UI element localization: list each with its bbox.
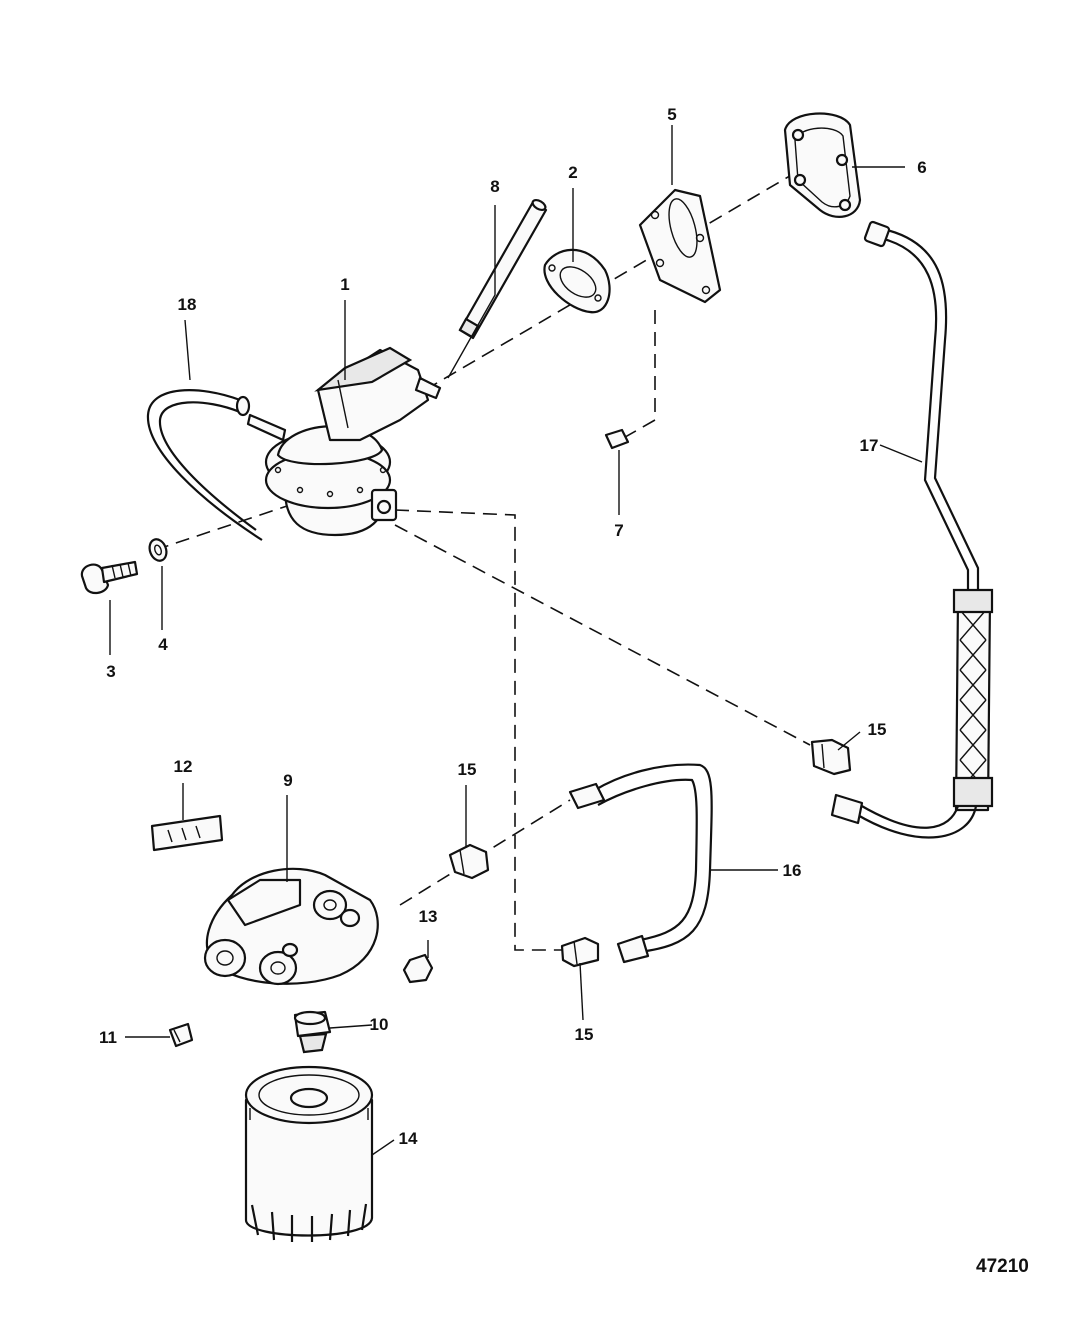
callout-16: 16: [783, 861, 802, 880]
callout-12: 12: [174, 757, 193, 776]
screw-11: [168, 1022, 194, 1048]
fuel-filter-14: [244, 1065, 374, 1242]
callout-5: 5: [667, 105, 676, 124]
adapter-10: [293, 1010, 332, 1054]
bolt-3: [80, 560, 139, 595]
tag-plate-12: [150, 814, 224, 852]
callout-4: 4: [158, 635, 168, 654]
plug-13: [402, 953, 434, 984]
fuel-pump-1: [246, 346, 442, 537]
callout-15-right: 15: [868, 720, 887, 739]
callouts: 1 2 3 4 5 6 7 8 9 10 11 12 13 14 15 15 1…: [99, 105, 1029, 1277]
plate-5: [638, 188, 722, 304]
washer-4: [148, 538, 168, 562]
callout-15-bottom: 15: [575, 1025, 594, 1044]
callout-6: 6: [917, 158, 926, 177]
callout-18: 18: [178, 295, 197, 314]
figure-number: 47210: [976, 1256, 1029, 1277]
screw-7: [604, 428, 630, 450]
fitting-15-middle: [448, 843, 490, 880]
tube-16: [568, 763, 713, 964]
hose-18: [146, 389, 263, 541]
callout-3: 3: [106, 662, 115, 681]
leader-lines: [109, 125, 923, 1156]
callout-14: 14: [399, 1129, 418, 1148]
cover-plate-6: [783, 112, 862, 218]
callout-11: 11: [99, 1028, 117, 1047]
callout-10: 10: [370, 1015, 389, 1034]
callout-2: 2: [568, 163, 577, 182]
assembly-lines: [154, 169, 811, 951]
fuel-line-17: [830, 220, 994, 839]
callout-17: 17: [860, 436, 879, 455]
fitting-15-bottom: [560, 936, 600, 968]
callout-15-middle: 15: [458, 760, 477, 779]
gasket-2: [543, 248, 611, 314]
callout-9: 9: [283, 771, 292, 790]
callout-8: 8: [490, 177, 499, 196]
callout-13: 13: [419, 907, 438, 926]
filter-head-9: [203, 867, 379, 986]
callout-1: 1: [340, 275, 349, 294]
vent-tube-8: [458, 198, 548, 340]
callout-7: 7: [614, 521, 623, 540]
